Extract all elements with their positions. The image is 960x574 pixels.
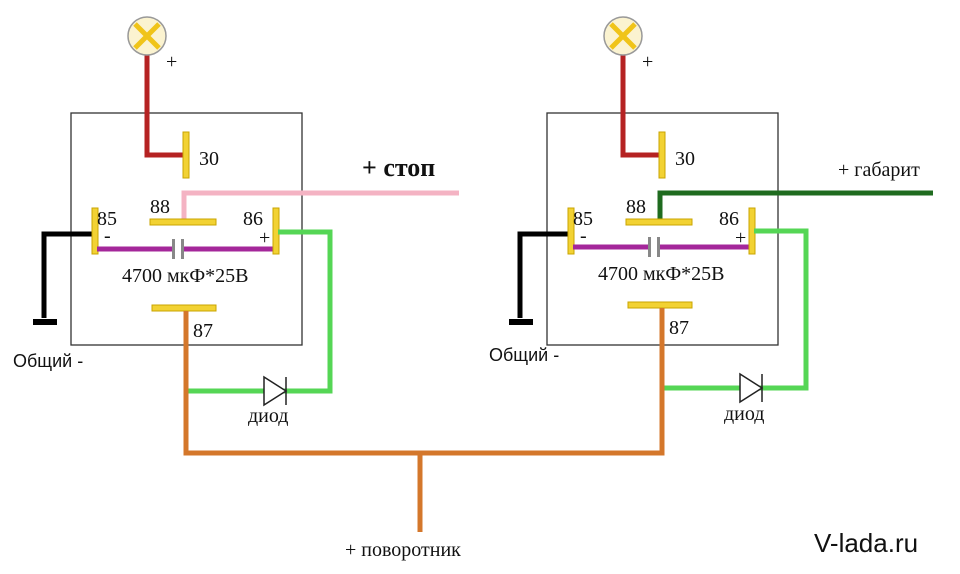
left-stop-label: + стоп [362, 153, 435, 182]
right-pin-88 [625, 218, 693, 226]
right-relay: + 30 88 + габарит Общий - 85 - 4700 мкФ*… [489, 16, 933, 425]
left-diode-icon [263, 375, 288, 407]
right-ground-icon [509, 319, 533, 325]
left-pin-88 [149, 218, 217, 226]
left-lamp-icon [127, 16, 167, 56]
right-pin-85-label: 85 [573, 208, 593, 230]
turn-signal-bus: + поворотник [183, 308, 665, 561]
left-pin-87-label: 87 [193, 320, 213, 342]
right-pin-30 [658, 131, 666, 179]
right-pin-87 [627, 301, 693, 309]
left-capacitor-label: 4700 мкФ*25В [122, 265, 249, 287]
turn-signal-label: + поворотник [345, 539, 461, 561]
left-stop-wire [181, 190, 459, 222]
right-gabarit-label: + габарит [838, 159, 920, 181]
right-lamp-icon [603, 16, 643, 56]
left-lamp-wire [144, 52, 184, 158]
turn-wire-right [419, 308, 665, 456]
right-pin-86-sign: + [735, 227, 746, 249]
turn-wire-left [183, 311, 421, 456]
left-pin-86-label: 86 [243, 208, 263, 230]
left-diode-label: диод [248, 405, 288, 427]
right-pin-86-label: 86 [719, 208, 739, 230]
left-pin-30-label: 30 [199, 148, 219, 170]
right-pin-85 [567, 207, 575, 255]
left-pin-30 [182, 131, 190, 179]
left-pin-87 [151, 304, 217, 312]
left-ground-wire [41, 231, 94, 318]
left-ground-icon [33, 319, 57, 325]
right-ground-wire [517, 231, 570, 318]
right-gabarit-wire [657, 190, 933, 222]
right-diode-wire [662, 228, 809, 391]
left-pin-88-label: 88 [150, 196, 170, 218]
left-diode-wire [186, 229, 333, 394]
right-pin-30-label: 30 [675, 148, 695, 170]
right-capacitor-icon [648, 237, 660, 257]
right-pin-85-sign: - [580, 225, 587, 247]
right-diode-label: диод [724, 403, 764, 425]
right-lamp-wire [620, 52, 660, 158]
right-diode-icon [739, 372, 764, 404]
right-capacitor-label: 4700 мкФ*25В [598, 263, 725, 285]
left-lamp-plus-label: + [166, 51, 177, 73]
left-ground-label: Общий - [13, 351, 83, 371]
left-pin-86-sign: + [259, 227, 270, 249]
left-pin-85 [91, 207, 99, 255]
watermark: V-lada.ru [814, 528, 918, 558]
left-relay: + 30 88 + стоп Общий - 85 - 4700 мкФ*25В… [13, 16, 459, 427]
left-pin-85-sign: - [104, 225, 111, 247]
left-pin-85-label: 85 [97, 208, 117, 230]
right-pin-87-label: 87 [669, 317, 689, 339]
right-pin-88-label: 88 [626, 196, 646, 218]
right-lamp-plus-label: + [642, 51, 653, 73]
right-ground-label: Общий - [489, 345, 559, 365]
left-capacitor-icon [172, 239, 184, 259]
